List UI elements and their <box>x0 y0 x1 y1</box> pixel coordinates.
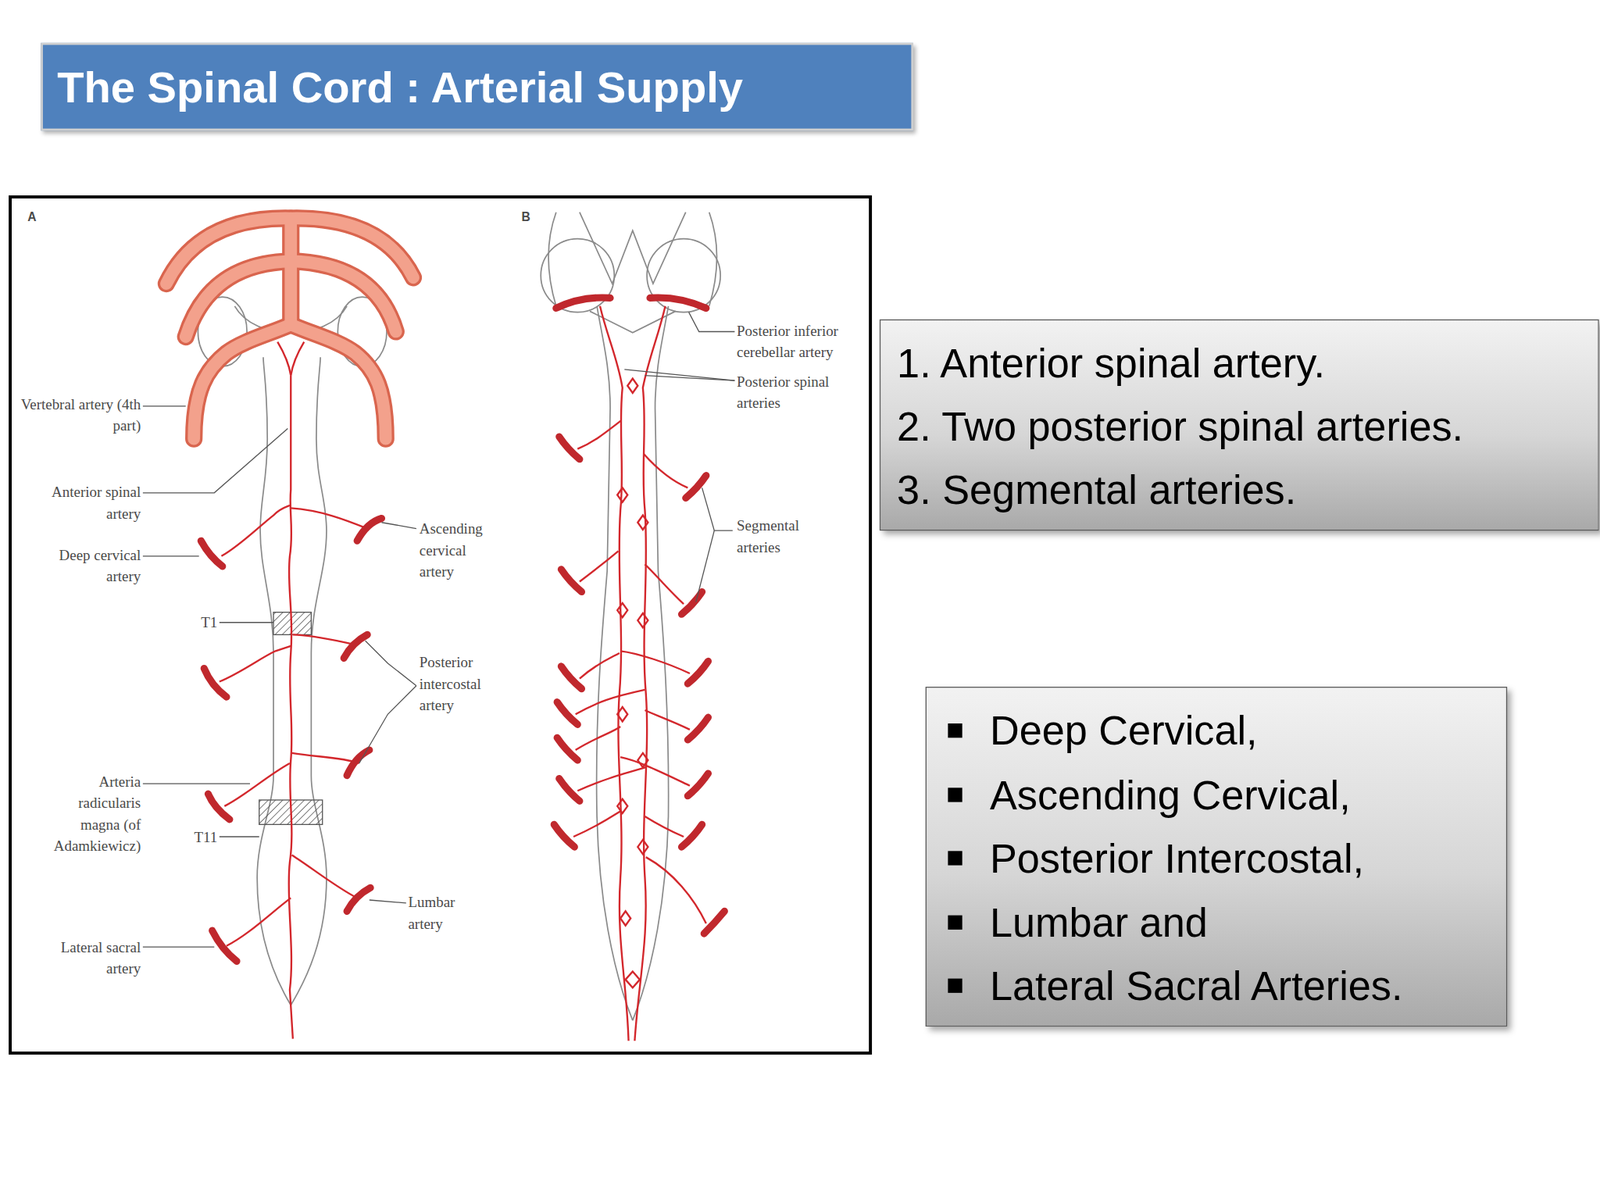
title-text: The Spinal Cord : Arterial Supply <box>42 44 912 129</box>
bullet-row: Ascending Cervical, <box>926 762 1507 827</box>
artery-label: Posterior spinal arteries <box>736 371 858 415</box>
artery-label: Deep cervical artery <box>39 544 142 588</box>
bullet-text: Ascending Cervical, <box>989 763 1351 827</box>
bullet-text: Posterior Intercostal, <box>989 826 1365 890</box>
list-item: 3. Segmental arteries. <box>896 457 1598 522</box>
artery-label: Posterior intercostal artery <box>419 652 507 717</box>
bullet-marker <box>947 978 962 993</box>
bullet-marker <box>947 723 962 738</box>
artery-label: Arteria radicularis magna (of Adamkiewic… <box>49 771 142 858</box>
artery-label: Lumbar artery <box>407 892 469 936</box>
list-item: 2. Two posterior spinal arteries. <box>896 394 1598 458</box>
bullet-marker <box>947 851 962 866</box>
list-item: 1. Anterior spinal artery. <box>896 331 1598 395</box>
panel-letter: A <box>27 207 48 229</box>
bullet-list-box: Deep Cervical,Ascending Cervical,Posteri… <box>925 686 1508 1027</box>
bullet-text: Lumbar and <box>989 890 1208 954</box>
artery-label: Segmental arteries <box>736 515 818 559</box>
level-label: T11 <box>186 826 218 848</box>
bullet-row: Lateral Sacral Arteries. <box>926 953 1507 1018</box>
artery-label: Lateral sacral artery <box>49 936 142 980</box>
bullet-row: Deep Cervical, <box>926 699 1507 764</box>
bullet-text: Lateral Sacral Arteries. <box>989 954 1404 1018</box>
artery-label: Anterior spinal artery <box>46 481 141 525</box>
bullet-marker <box>947 787 962 802</box>
artery-label: Vertebral artery (4th part) <box>18 393 142 437</box>
bullet-row: Lumbar and <box>926 890 1507 955</box>
title-banner: The Spinal Cord : Arterial Supply <box>40 42 914 131</box>
artery-label: Ascending cervical artery <box>419 518 501 583</box>
bullet-marker <box>947 914 962 929</box>
panel-letter: B <box>521 207 542 229</box>
level-label: T1 <box>186 612 218 634</box>
numbered-list-box: 1. Anterior spinal artery.2. Two posteri… <box>879 319 1600 531</box>
bullet-text: Deep Cervical, <box>989 699 1258 763</box>
bullet-row: Posterior Intercostal, <box>926 826 1507 891</box>
artery-label: Posterior inferior cerebellar artery <box>736 320 868 364</box>
